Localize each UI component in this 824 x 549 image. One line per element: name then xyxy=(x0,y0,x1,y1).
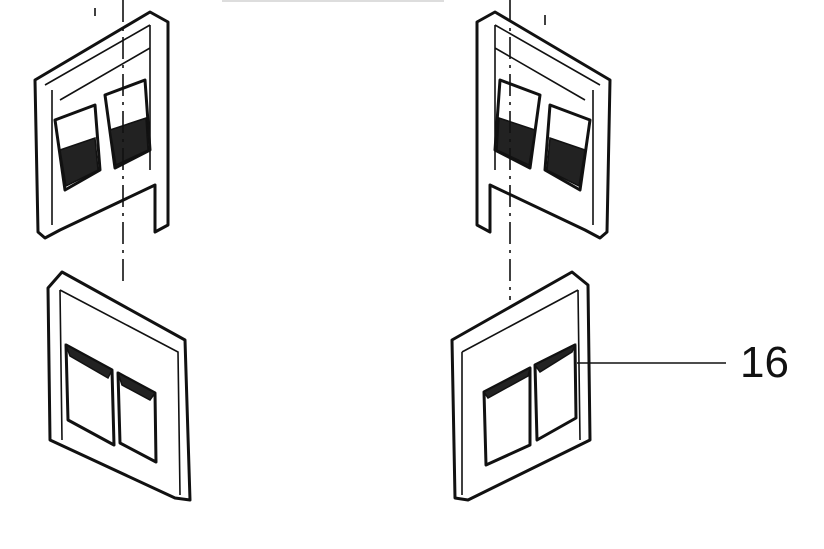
top-edge-bar xyxy=(222,0,444,2)
callout-label: 16 xyxy=(740,338,789,387)
right-insert-frame xyxy=(475,10,612,240)
left-insert-frame xyxy=(33,10,170,240)
left-cover-plate xyxy=(46,270,192,502)
right-cover-plate xyxy=(450,270,592,502)
